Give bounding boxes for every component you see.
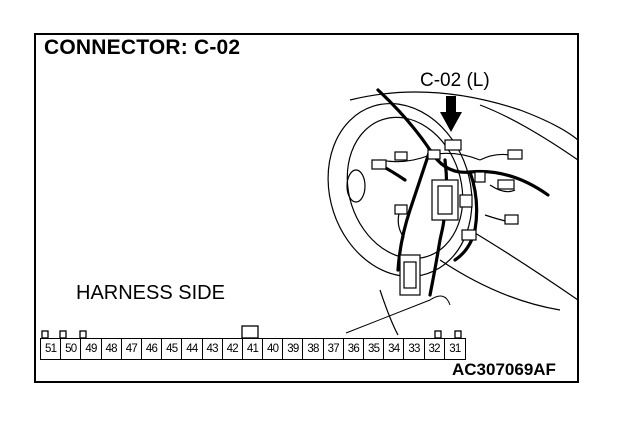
connector-pin: 51 — [41, 339, 62, 359]
connector-pin: 40 — [263, 339, 284, 359]
connector-pin: 41 — [243, 339, 264, 359]
connector-pin: 47 — [122, 339, 142, 359]
connector-pin: 43 — [203, 339, 223, 359]
connector-pin: 34 — [384, 339, 405, 359]
connector-pin: 42 — [223, 339, 243, 359]
connector-pin: 33 — [404, 339, 425, 359]
figure-code: AC307069AF — [452, 360, 556, 379]
connector-pin: 50 — [61, 339, 82, 359]
connector-pin: 39 — [283, 339, 304, 359]
connector-tabs — [41, 325, 462, 339]
connector-pin: 38 — [303, 339, 324, 359]
connector-pin: 32 — [425, 339, 445, 359]
connector-callout-label: C-02 (L) — [420, 70, 490, 91]
connector-arrow-icon — [440, 96, 462, 132]
connector-pin: 37 — [324, 339, 344, 359]
connector-pin: 49 — [81, 339, 102, 359]
connector-pin: 35 — [364, 339, 385, 359]
connector-pin: 45 — [162, 339, 183, 359]
connector-pin: 36 — [344, 339, 364, 359]
harness-side-label: HARNESS SIDE — [76, 282, 225, 304]
connector-pin: 46 — [142, 339, 163, 359]
harness-connectors — [371, 139, 523, 296]
connector-pin: 31 — [449, 343, 461, 355]
connector-title: CONNECTOR: C-02 — [44, 36, 241, 59]
connector-pin: 44 — [182, 339, 203, 359]
diagram-frame — [34, 33, 579, 383]
connector-leader-line — [345, 295, 451, 334]
connector-pin: 48 — [102, 339, 122, 359]
